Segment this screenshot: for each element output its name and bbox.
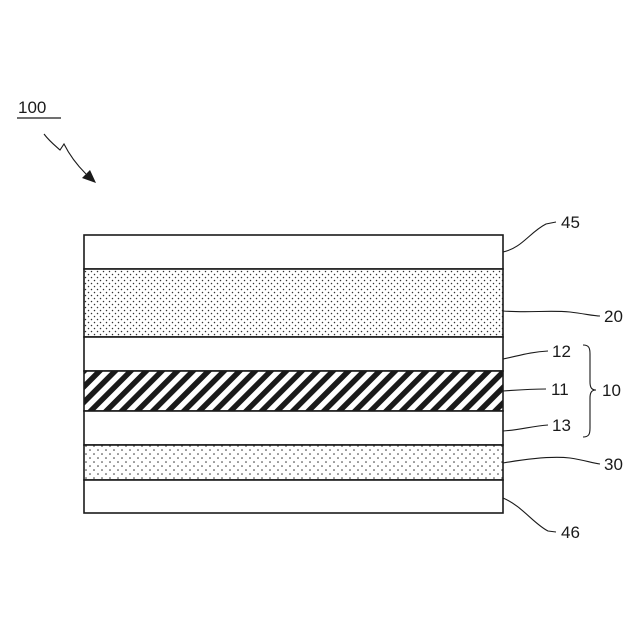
leader-13 <box>503 425 548 431</box>
layer-12 <box>84 337 503 371</box>
group-label: 10 <box>602 381 621 400</box>
layer-46 <box>84 480 503 513</box>
leader-45 <box>503 222 556 252</box>
layer-30 <box>84 445 503 480</box>
leader-46 <box>503 498 556 532</box>
leader-11 <box>503 389 546 391</box>
layer-20 <box>84 269 503 337</box>
assembly-label: 100 <box>18 98 46 117</box>
layer-stack <box>84 235 503 513</box>
layer-45 <box>84 235 503 269</box>
assembly-arrow-squiggle <box>44 134 86 174</box>
layer-11 <box>84 371 503 411</box>
label-30: 30 <box>604 455 623 474</box>
label-11: 11 <box>551 380 569 399</box>
label-12: 12 <box>552 342 571 361</box>
leader-20 <box>503 311 600 316</box>
label-46: 46 <box>561 523 580 542</box>
label-20: 20 <box>604 307 623 326</box>
reference-labels: 45 20 12 11 13 30 46 10 <box>551 213 623 542</box>
assembly-reference: 100 <box>17 98 96 183</box>
group-brace <box>583 345 596 437</box>
leader-12 <box>503 351 548 359</box>
label-45: 45 <box>561 213 580 232</box>
layer-13 <box>84 411 503 445</box>
leader-30 <box>503 457 600 464</box>
label-13: 13 <box>552 416 571 435</box>
leader-lines <box>503 222 600 532</box>
